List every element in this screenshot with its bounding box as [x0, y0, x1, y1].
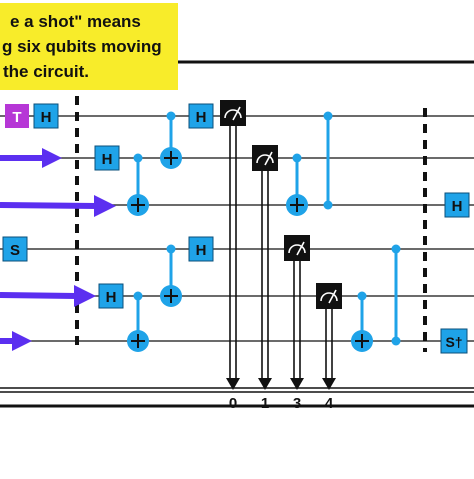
meter-icon	[288, 241, 306, 256]
h-gate: H	[94, 145, 120, 171]
arrow-icon	[0, 195, 116, 217]
cnot-target-icon	[160, 147, 182, 169]
control-dot-icon	[166, 111, 176, 121]
s-dagger-gate: S†	[440, 328, 468, 354]
h-gate: H	[33, 103, 59, 129]
bit-label-4: 4	[325, 395, 334, 412]
control-dot-icon	[292, 153, 302, 163]
svg-text:H: H	[452, 198, 463, 215]
measure-gate	[316, 283, 342, 309]
quantum-wires	[0, 115, 474, 342]
control-dot-icon	[391, 244, 401, 254]
measure-arrowheads	[226, 378, 336, 390]
classical-bit-labels: 0 1 3 4	[229, 395, 334, 412]
control-dot-icon	[166, 244, 176, 254]
arrow-icon	[0, 331, 32, 351]
measure-gate	[220, 100, 246, 126]
svg-text:H: H	[196, 109, 207, 126]
meter-icon	[256, 151, 274, 166]
arrow-icon	[0, 285, 96, 307]
callout-line-2: g six qubits moving	[2, 37, 162, 56]
control-dot-icon	[323, 200, 333, 210]
cnot-target-icon	[160, 285, 182, 307]
h-gate: H	[188, 236, 214, 262]
h-gate: H	[188, 103, 214, 129]
control-dot-icon	[323, 111, 333, 121]
measure-gate	[284, 235, 310, 261]
svg-text:S: S	[10, 242, 20, 259]
svg-text:T: T	[12, 109, 21, 126]
svg-text:S†: S†	[445, 334, 462, 350]
control-dot-icon	[133, 291, 143, 301]
cnot-target-icon	[286, 194, 308, 216]
input-arrows	[0, 148, 116, 351]
svg-text:H: H	[196, 242, 207, 259]
callout-box: e a shot" means g six qubits moving the …	[0, 3, 178, 90]
svg-text:H: H	[102, 151, 113, 168]
callout-line-3: the circuit.	[3, 62, 89, 81]
cnot-target-icon	[351, 330, 373, 352]
meter-icon	[320, 289, 338, 304]
cnot-target-icon	[127, 194, 149, 216]
cnot-target-icon	[127, 330, 149, 352]
control-dot-icon	[133, 153, 143, 163]
measure-lines	[229, 124, 333, 380]
t-gate: T	[5, 104, 29, 128]
control-dot-icon	[357, 291, 367, 301]
s-gate: S	[2, 236, 28, 262]
control-dot-icon	[391, 336, 401, 346]
callout-line-1: e a shot" means	[10, 12, 141, 31]
h-gate: H	[98, 283, 124, 309]
arrow-icon	[0, 148, 62, 168]
meter-icon	[224, 106, 242, 121]
h-gate: H	[444, 192, 470, 218]
measure-gate	[252, 145, 278, 171]
bit-label-0: 0	[229, 395, 237, 412]
cnot-targets	[127, 147, 373, 352]
svg-text:H: H	[106, 289, 117, 306]
bit-label-1: 1	[261, 395, 269, 412]
bit-label-3: 3	[293, 395, 301, 412]
control-dots	[133, 111, 401, 346]
classical-register	[0, 387, 474, 393]
svg-text:H: H	[41, 109, 52, 126]
